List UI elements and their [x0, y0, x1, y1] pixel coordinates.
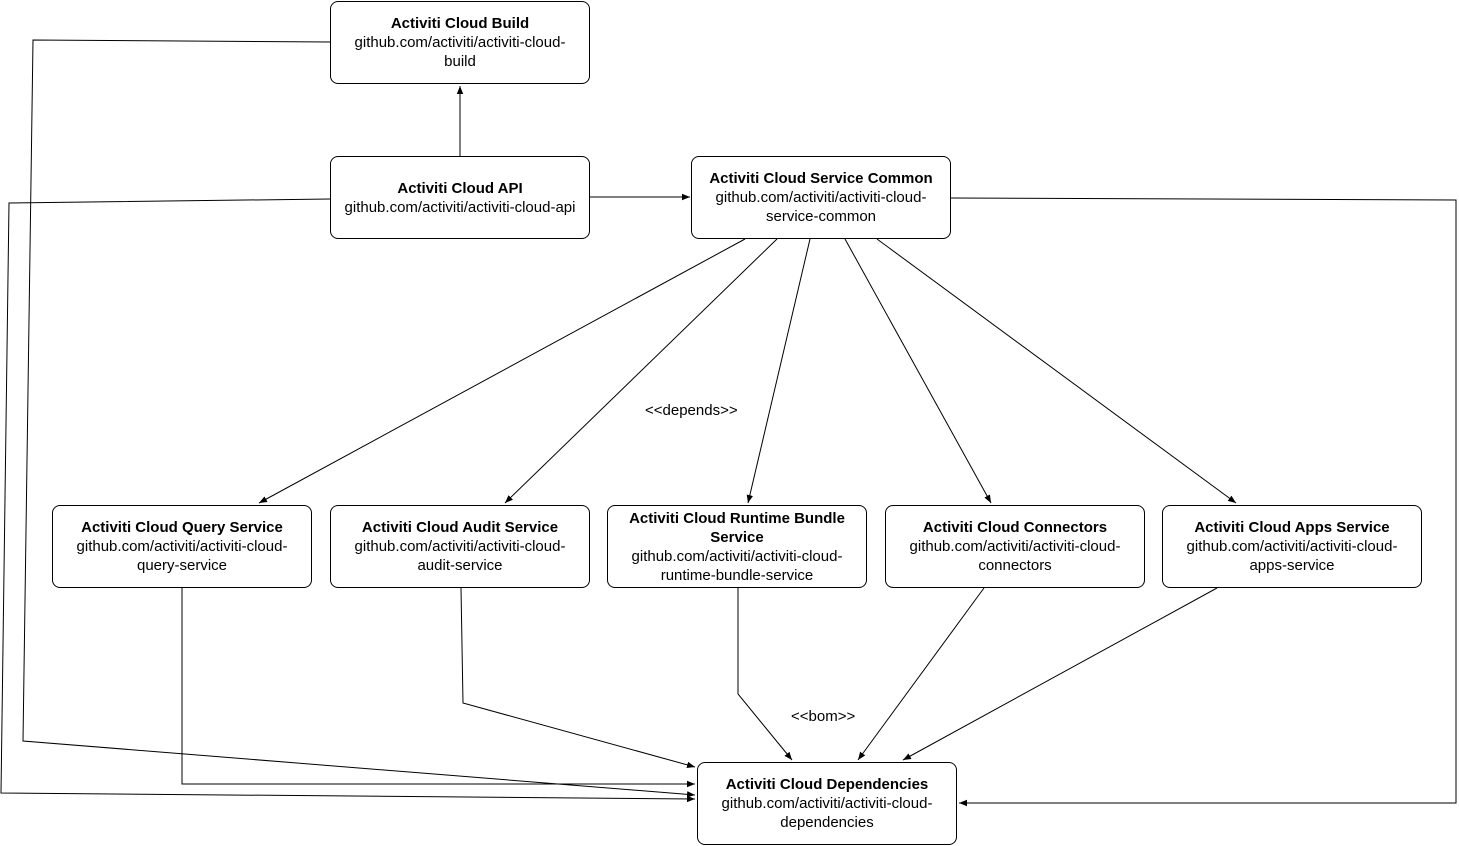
node-url: github.com/activiti/activiti-cloud-depen…	[721, 795, 933, 831]
edge-common-to-audit	[504, 238, 778, 504]
depends-label: <<depends>>	[645, 402, 738, 419]
edge-common-to-runtime	[746, 238, 811, 504]
node-title: Activiti Cloud Connectors	[922, 519, 1108, 536]
node-activiti-cloud-audit-service: Activiti Cloud Audit Service github.com/…	[330, 505, 590, 588]
node-url: github.com/activiti/activiti-cloud-servi…	[715, 189, 927, 225]
bom-label: <<bom>>	[791, 708, 856, 725]
node-activiti-cloud-dependencies: Activiti Cloud Dependencies github.com/a…	[697, 762, 957, 845]
node-title: Activiti Cloud Apps Service	[1194, 519, 1390, 536]
node-url: github.com/activiti/activiti-cloud-query…	[76, 538, 288, 574]
edge-common-to-connectors	[844, 238, 992, 504]
node-url: github.com/activiti/activiti-cloud-runti…	[631, 547, 843, 584]
edge-api-to-deps	[0, 198, 696, 803]
edge-query-to-deps	[181, 588, 695, 788]
node-title: Activiti Cloud Service Common	[709, 170, 933, 187]
node-url: github.com/activiti/activiti-cloud-conne…	[909, 538, 1121, 574]
node-title: Activiti Cloud API	[397, 179, 523, 197]
node-url: github.com/activiti/activiti-cloud-audit…	[354, 538, 566, 574]
edge-apps-to-deps	[902, 587, 1218, 761]
edge-runtime-to-deps	[737, 588, 793, 761]
node-activiti-cloud-api: Activiti Cloud API github.com/activiti/a…	[330, 156, 590, 239]
node-activiti-cloud-build: Activiti Cloud Build github.com/activiti…	[330, 1, 590, 84]
edge-build-to-deps	[22, 39, 696, 798]
node-title: Activiti Cloud Audit Service	[361, 519, 559, 536]
node-activiti-cloud-service-common: Activiti Cloud Service Common github.com…	[691, 156, 951, 239]
edge-audit-to-deps	[460, 587, 696, 768]
node-title: Activiti Cloud Build	[390, 15, 530, 32]
node-url: github.com/activiti/activiti-cloud-build	[354, 34, 566, 70]
node-title: Activiti Cloud Query Service	[81, 519, 283, 536]
edge-common-to-deps	[950, 197, 1457, 807]
edge-common-to-apps	[876, 238, 1237, 504]
node-url: github.com/activiti/activiti-cloud-api	[344, 198, 576, 216]
edge-common-to-query	[258, 238, 746, 504]
node-activiti-cloud-runtime-bundle-service: Activiti Cloud Runtime Bundle Service gi…	[607, 505, 867, 588]
edge-connectors-to-deps	[857, 587, 985, 761]
node-activiti-cloud-connectors: Activiti Cloud Connectors github.com/act…	[885, 505, 1145, 588]
node-title: Activiti Cloud Dependencies	[725, 776, 929, 793]
node-title: Activiti Cloud Runtime Bundle Service	[629, 509, 845, 546]
node-activiti-cloud-apps-service: Activiti Cloud Apps Service github.com/a…	[1162, 505, 1422, 588]
node-url: github.com/activiti/activiti-cloud-apps-…	[1186, 538, 1398, 574]
node-activiti-cloud-query-service: Activiti Cloud Query Service github.com/…	[52, 505, 312, 588]
